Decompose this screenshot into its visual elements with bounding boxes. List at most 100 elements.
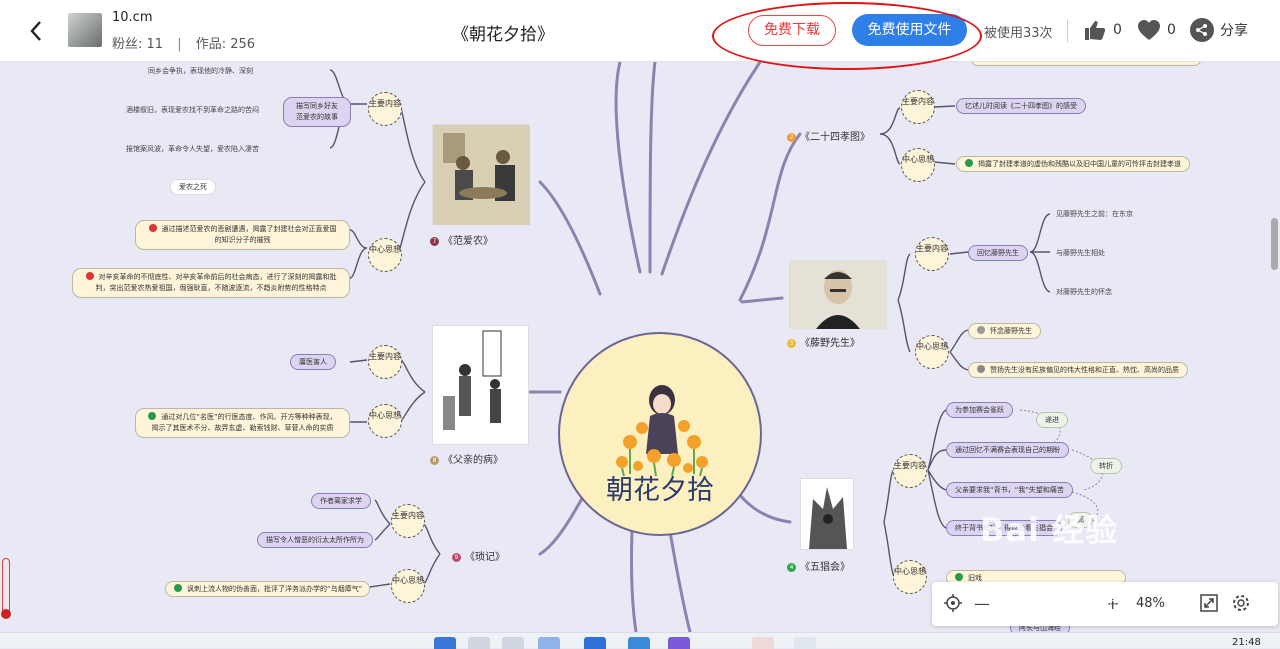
wuchang-idea-tag[interactable]: 中心思想 xyxy=(893,560,927,594)
zoom-in-button[interactable]: + xyxy=(1106,594,1120,613)
free-download-button[interactable]: 免费下载 xyxy=(748,15,836,46)
locate-button[interactable] xyxy=(944,594,962,616)
fan-leaf-3[interactable]: 报馆案风波，革命令人失望，爱农陷入凄苦 xyxy=(126,145,259,153)
suoji-chapter-number: 9 xyxy=(452,553,461,562)
fan-idea-1[interactable]: 通过描述范爱农的悲剧遭遇，揭露了封建社会对正直爱国的知识分子的摧残 xyxy=(135,220,350,250)
browser-icon[interactable] xyxy=(628,637,650,649)
back-button[interactable] xyxy=(26,18,50,44)
fan-chapter-number: 7 xyxy=(430,237,439,246)
task-view-icon[interactable] xyxy=(502,637,524,649)
chevron-left-icon xyxy=(30,21,41,41)
favorite-button[interactable]: 0 xyxy=(1137,19,1176,41)
tengye-leaf-2[interactable]: 与藤野先生相处 xyxy=(1056,249,1105,257)
wuchang-main-tag[interactable]: 主要内容 xyxy=(893,454,927,488)
tengye-leaf-3[interactable]: 对藤野先生的怀念 xyxy=(1056,288,1112,296)
wuchang-idea-text: 旧戏 xyxy=(968,574,982,582)
share-icon xyxy=(1190,18,1214,42)
tengye-idea-2[interactable]: 赞扬先生没有民族偏见的伟大性格和正直、热忱、高尚的品质 xyxy=(968,362,1188,378)
ershisi-chapter-number: 2 xyxy=(787,133,796,142)
top-header: 10.cm 粉丝: 11 | 作品: 256 《朝花夕拾》 免费下载 免费使用文… xyxy=(0,0,1280,62)
share-button[interactable]: 分享 xyxy=(1190,18,1248,42)
ershisi-main-tag[interactable]: 主要内容 xyxy=(901,90,935,124)
fan-chapter-label[interactable]: 7《范爱农》 xyxy=(430,232,493,247)
tengye-main[interactable]: 回忆藤野先生 xyxy=(968,245,1028,261)
app-icon[interactable] xyxy=(584,637,606,649)
fan-main-story[interactable]: 描写同乡好友范爱农的故事 xyxy=(283,97,351,127)
flag-icon xyxy=(148,412,157,420)
suoji-main-1[interactable]: 作者离家求学 xyxy=(311,493,371,509)
app-icon-3[interactable] xyxy=(752,637,774,649)
free-use-button[interactable]: 免费使用文件 xyxy=(852,14,967,46)
father-main[interactable]: 庸医害人 xyxy=(290,354,336,370)
thermometer-bulb xyxy=(1,609,11,619)
star-icon xyxy=(85,272,94,280)
fan-main-tag[interactable]: 主要内容 xyxy=(368,92,402,126)
zoom-level[interactable]: 48% xyxy=(1136,596,1165,611)
father-idea-tag[interactable]: 中心思想 xyxy=(368,404,402,438)
heart-icon xyxy=(1138,20,1160,40)
tengye-idea-2-text: 赞扬先生没有民族偏见的伟大性格和正直、热忱、高尚的品质 xyxy=(990,366,1179,374)
suoji-chapter-title: 《琐记》 xyxy=(465,552,505,563)
vertical-scrollbar[interactable] xyxy=(1271,218,1278,270)
tengye-chapter-label[interactable]: 3《藤野先生》 xyxy=(787,334,860,349)
fan-idea-tag[interactable]: 中心思想 xyxy=(368,238,402,272)
central-topic[interactable]: 朝花夕拾 xyxy=(558,332,762,536)
wuchang-main-2[interactable]: 通过回忆不满赛会表现自己的期盼 xyxy=(946,442,1069,458)
tengye-main-tag[interactable]: 主要内容 xyxy=(915,237,949,271)
fan-leaf-1[interactable]: 同乡会争执，表现他的冷静、深刻 xyxy=(148,67,253,75)
settings-button[interactable] xyxy=(1232,594,1250,616)
father-main-tag[interactable]: 主要内容 xyxy=(368,345,402,379)
star-icon xyxy=(977,365,985,373)
author-name[interactable]: 10.cm xyxy=(112,10,153,25)
explorer-icon[interactable] xyxy=(538,637,560,649)
search-icon[interactable] xyxy=(468,637,490,649)
share-label: 分享 xyxy=(1220,23,1248,39)
ershisi-idea-tag[interactable]: 中心思想 xyxy=(901,148,935,182)
ershisi-idea[interactable]: 揭露了封建孝道的虚伪和残酷以及旧中国儿童的可怜抨击封建孝道 xyxy=(956,156,1190,172)
tengye-illustration xyxy=(789,260,887,329)
zoom-out-button[interactable]: — xyxy=(974,594,990,613)
wuchang-note-1[interactable]: 递进 xyxy=(1036,412,1068,428)
ershisi-chapter-title: 《二十四孝图》 xyxy=(800,132,870,143)
like-count: 0 xyxy=(1113,22,1122,38)
works-count: 作品: 256 xyxy=(195,37,256,52)
fan-leaf-4[interactable]: 爱农之死 xyxy=(170,179,216,195)
father-illustration xyxy=(432,325,529,445)
watermark-url: jingyan.baidu.com xyxy=(1010,596,1121,610)
wuchang-chapter-number: 4 xyxy=(787,563,796,572)
person-icon xyxy=(174,584,182,592)
taskbar-clock: 21:48 xyxy=(1232,637,1261,648)
app-icon-2[interactable] xyxy=(668,637,690,649)
fan-leaf-2[interactable]: 酒楼叙旧，表现爱农找不到革命之路的苦闷 xyxy=(126,106,259,114)
tengye-leaf-1[interactable]: 见藤野先生之前：在东京 xyxy=(1056,210,1133,218)
wuchang-main-3[interactable]: 父亲要求我“背书，“我”失望和痛苦 xyxy=(946,482,1073,498)
suoji-main-2[interactable]: 描写令人憎恶的衍太太所作所为 xyxy=(257,532,373,548)
suoji-idea[interactable]: 讽刺上流人物的伪善面，批评了洋务派办学的“乌烟瘴气” xyxy=(165,581,370,597)
father-idea[interactable]: 通过对几位“名医”的行医态度、作风、开方等种种表现，揭示了其医术不分、故弄玄虚、… xyxy=(135,408,350,438)
wuchang-note-3[interactable]: 高 xyxy=(1068,512,1093,528)
wuchang-note-2[interactable]: 转折 xyxy=(1090,458,1122,474)
fan-idea-2[interactable]: 对辛亥革命的不彻底性、对辛亥革命前后的社会病态，进行了深刻的揭露和批判，突出范爱… xyxy=(72,268,350,298)
app-icon-4[interactable] xyxy=(794,637,816,649)
tengye-idea-tag[interactable]: 中心思想 xyxy=(915,335,949,369)
suoji-main-tag[interactable]: 主要内容 xyxy=(391,504,425,538)
wuchang-chapter-label[interactable]: 4《五猖会》 xyxy=(787,558,850,573)
fit-screen-button[interactable] xyxy=(1200,594,1218,616)
central-title: 朝花夕拾 xyxy=(606,475,714,506)
suoji-chapter-label[interactable]: 9 《琐记》 xyxy=(452,548,505,563)
suoji-idea-tag[interactable]: 中心思想 xyxy=(391,569,425,603)
ershisi-chapter-label[interactable]: 2 《二十四孝图》 xyxy=(787,128,870,143)
father-chapter-label[interactable]: 8《父亲的病》 xyxy=(430,451,503,466)
clipped-node[interactable] xyxy=(970,62,1202,66)
girl-flowers-illustration xyxy=(616,385,708,477)
wuchang-main-1[interactable]: 为参加赛会雀跃 xyxy=(946,402,1013,418)
wuchang-main-4[interactable]: 终于背书成功，得以去看五猖会 xyxy=(946,520,1062,536)
windows-start-icon[interactable] xyxy=(434,637,456,649)
like-button[interactable]: 0 xyxy=(1083,19,1122,41)
fans-count: 粉丝: 11 xyxy=(112,37,164,52)
tengye-idea-1[interactable]: 怀念藤野先生 xyxy=(968,323,1041,339)
ershisi-main[interactable]: 忆述儿时阅读《二十四孝图》的感受 xyxy=(956,98,1086,114)
check-icon xyxy=(965,159,973,167)
wuchang-illustration xyxy=(800,478,854,550)
avatar[interactable] xyxy=(68,13,102,47)
